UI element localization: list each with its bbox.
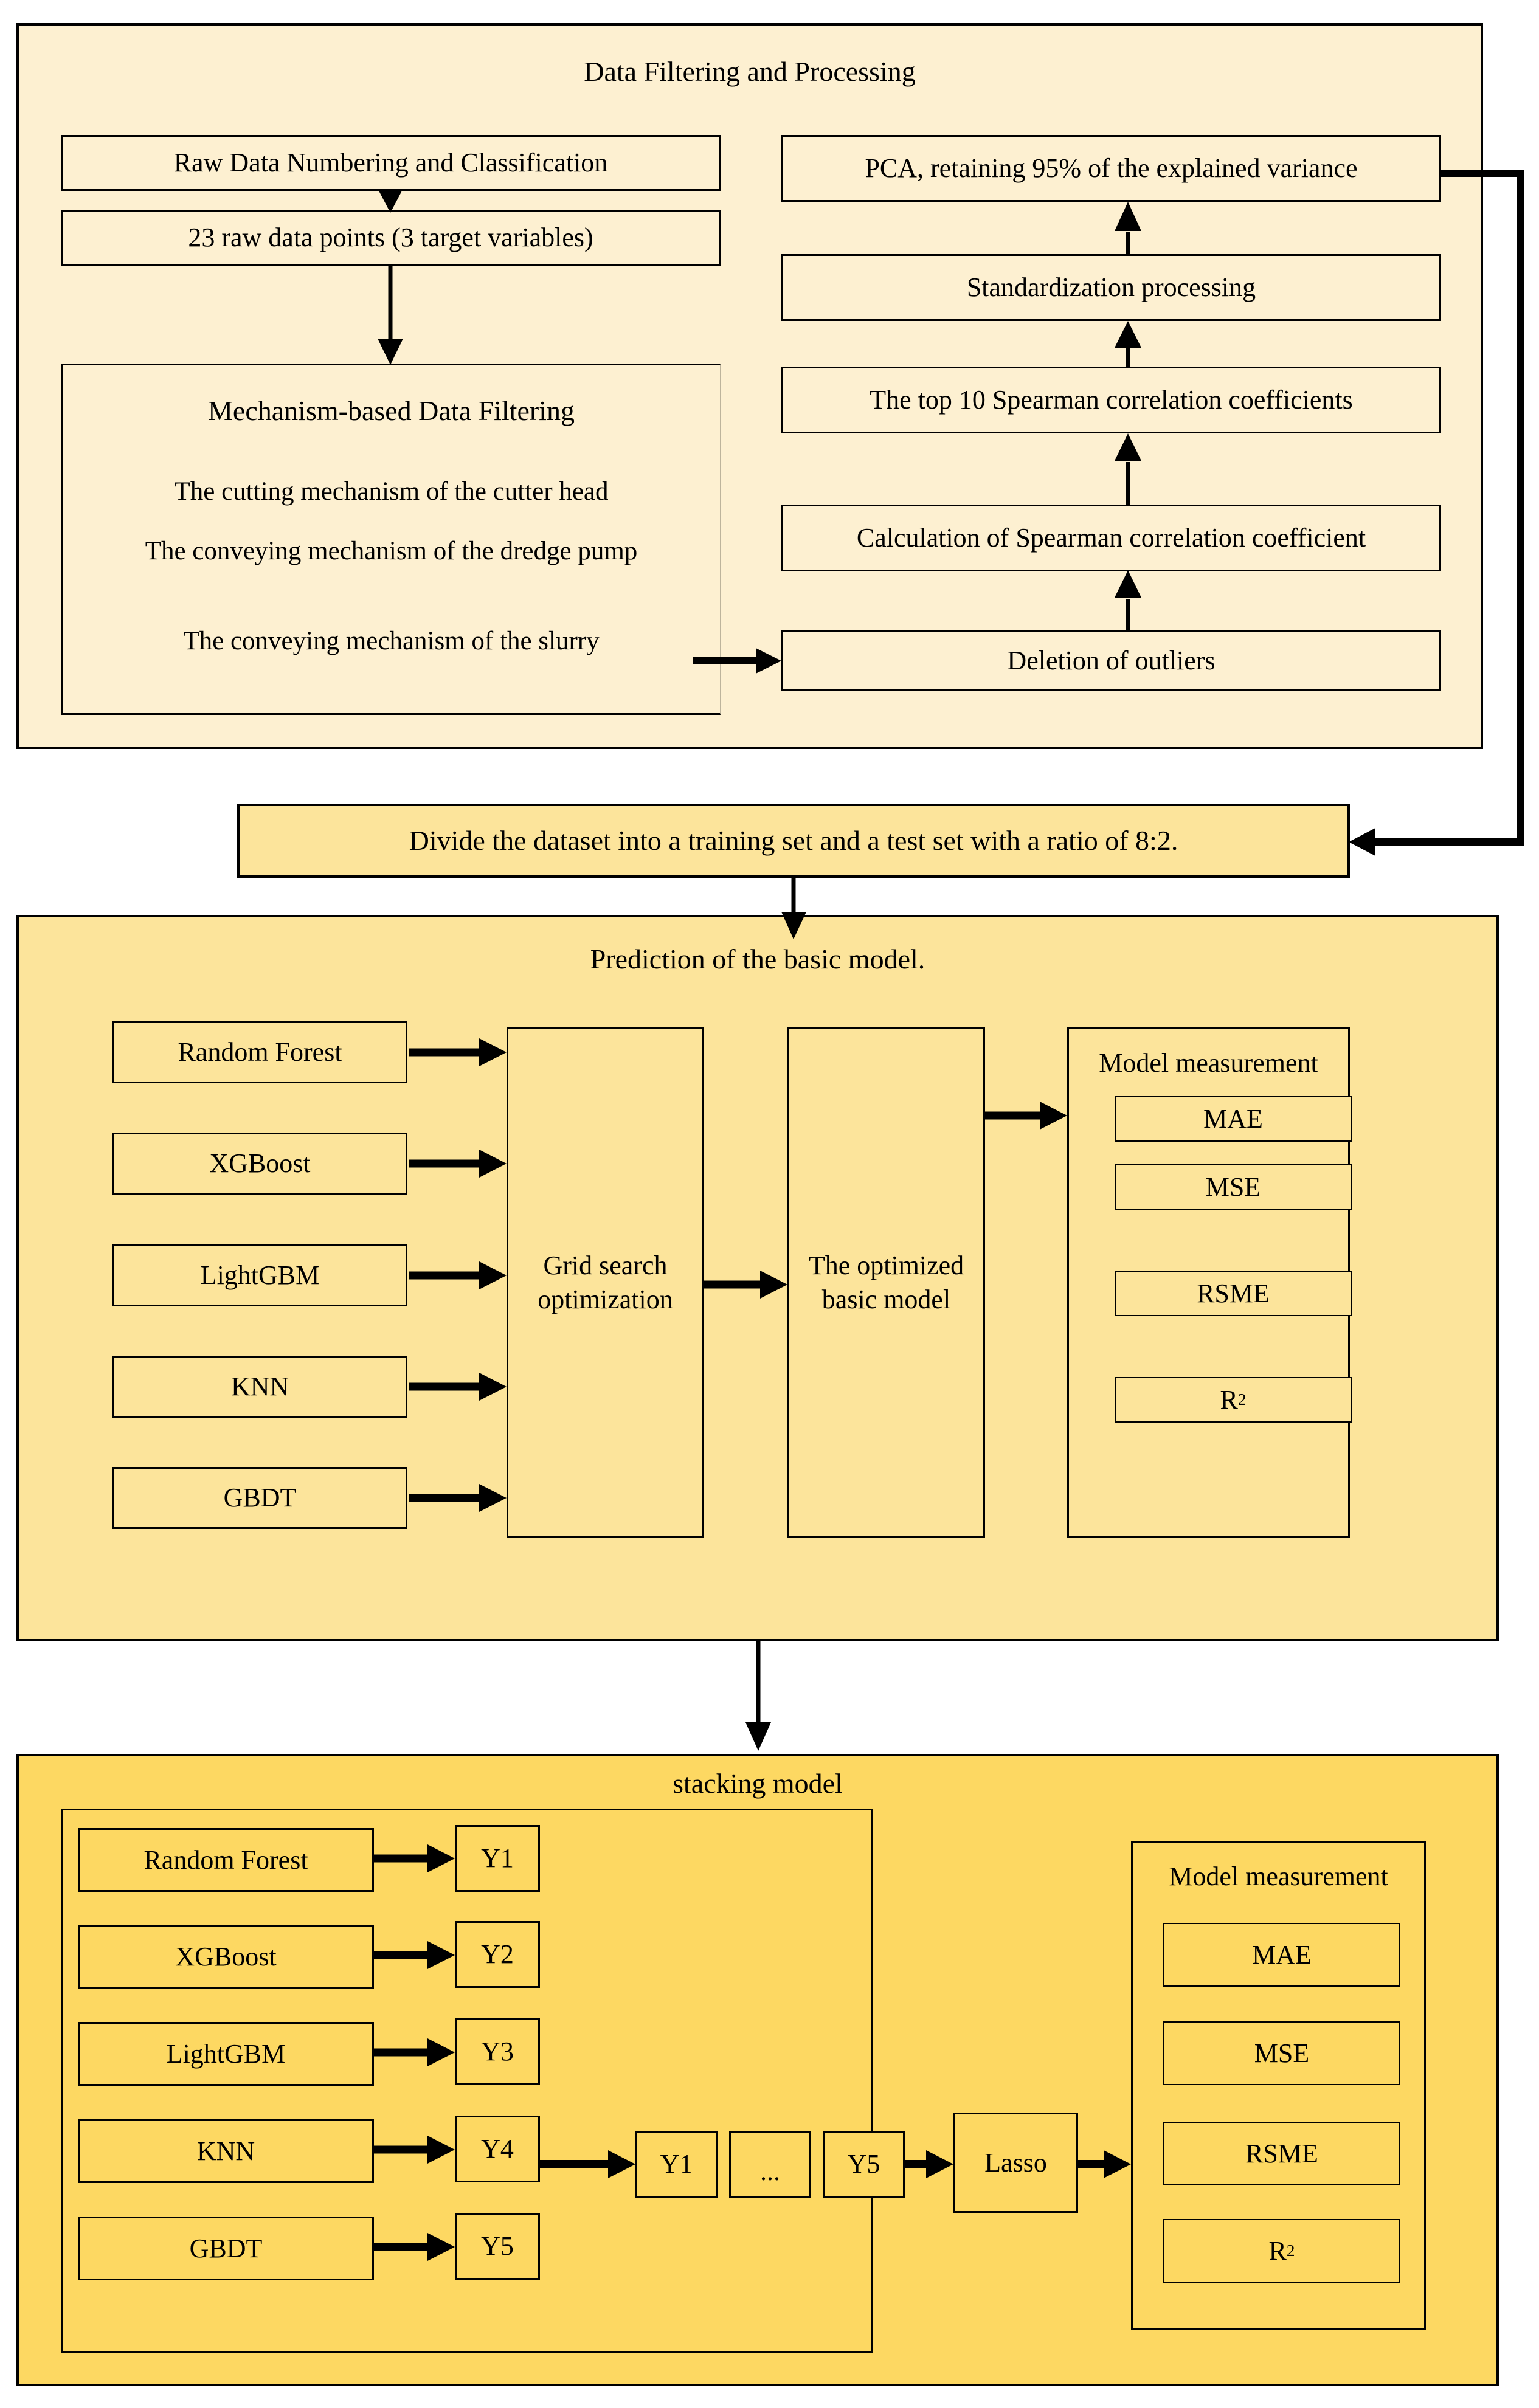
box-bot-metric-mse: MSE (1163, 2021, 1400, 2085)
box-calculation-of-spearman: Calculation of Spearman correlation coef… (781, 505, 1441, 571)
box-mid-metric-mse: MSE (1115, 1164, 1352, 1210)
box-bot-model-random-forest: Random Forest (78, 1828, 374, 1892)
box-bot-output-y2: Y2 (455, 1921, 540, 1988)
box-mid-model-gbdt: GBDT (112, 1467, 407, 1529)
group-bot-measurement-title: Model measurement (1169, 1861, 1388, 1891)
bot-metric-r2-exponent: 2 (1286, 2241, 1295, 2260)
box-bot-model-gbdt: GBDT (78, 2217, 374, 2280)
box-bot-metric-rsme: RSME (1163, 2122, 1400, 2185)
mechanism-item-dredge-pump: The conveying mechanism of the dredge pu… (145, 537, 638, 565)
box-bot-output-y3: Y3 (455, 2018, 540, 2085)
box-bot-model-knn: KNN (78, 2119, 374, 2183)
box-deletion-of-outliers: Deletion of outliers (781, 630, 1441, 691)
metric-r2-base: R (1220, 1384, 1238, 1415)
box-mechanism-based-data-filtering: Mechanism-based Data Filtering The cutti… (61, 364, 721, 715)
box-bot-metric-mae: MAE (1163, 1923, 1400, 1987)
box-mid-model-knn: KNN (112, 1356, 407, 1418)
section-bot-title: stacking model (673, 1768, 843, 1799)
group-stacking-base-learners (61, 1809, 873, 2353)
box-bot-model-xgboost: XGBoost (78, 1925, 374, 1989)
box-meta-chain-y5: Y5 (823, 2131, 905, 2198)
box-bot-output-y4: Y4 (455, 2116, 540, 2182)
box-divide-dataset: Divide the dataset into a training set a… (237, 804, 1350, 878)
section-top-title: Data Filtering and Processing (584, 56, 916, 87)
bot-metric-r2-base: R (1268, 2235, 1287, 2266)
arrow-prediction-to-stacking (745, 1641, 771, 1751)
group-bot-model-measurement: Model measurement (1131, 1841, 1426, 2330)
box-mid-model-xgboost: XGBoost (112, 1133, 407, 1195)
box-meta-learner-lasso: Lasso (953, 2113, 1078, 2213)
mechanism-item-slurry: The conveying mechanism of the slurry (183, 627, 600, 655)
box-bot-output-y5: Y5 (455, 2213, 540, 2280)
box-mid-model-random-forest: Random Forest (112, 1021, 407, 1083)
box-grid-search-optimization: Grid search optimization (507, 1027, 704, 1538)
box-top-10-spearman: The top 10 Spearman correlation coeffici… (781, 367, 1441, 433)
box-standardization-processing: Standardization processing (781, 254, 1441, 321)
box-raw-data-points: 23 raw data points (3 target variables) (61, 210, 721, 266)
box-mid-metric-mae: MAE (1115, 1096, 1352, 1142)
section-mid-title: Prediction of the basic model. (590, 944, 925, 975)
mechanism-item-cutter-head: The cutting mechanism of the cutter head (174, 477, 609, 506)
box-meta-chain-ellipsis: ... (729, 2131, 811, 2198)
group-mid-measurement-title: Model measurement (1099, 1048, 1318, 1078)
metric-r2-exponent: 2 (1237, 1390, 1247, 1409)
mechanism-title: Mechanism-based Data Filtering (208, 395, 575, 426)
box-bot-output-y1: Y1 (455, 1825, 540, 1892)
box-mid-model-lightgbm: LightGBM (112, 1244, 407, 1306)
box-raw-data-numbering: Raw Data Numbering and Classification (61, 135, 721, 191)
box-mid-metric-rsme: RSME (1115, 1271, 1352, 1316)
box-meta-chain-y1: Y1 (635, 2131, 718, 2198)
box-bot-model-lightgbm: LightGBM (78, 2022, 374, 2086)
box-pca-retaining-variance: PCA, retaining 95% of the explained vari… (781, 135, 1441, 202)
box-optimized-basic-model: The optimized basic model (787, 1027, 985, 1538)
